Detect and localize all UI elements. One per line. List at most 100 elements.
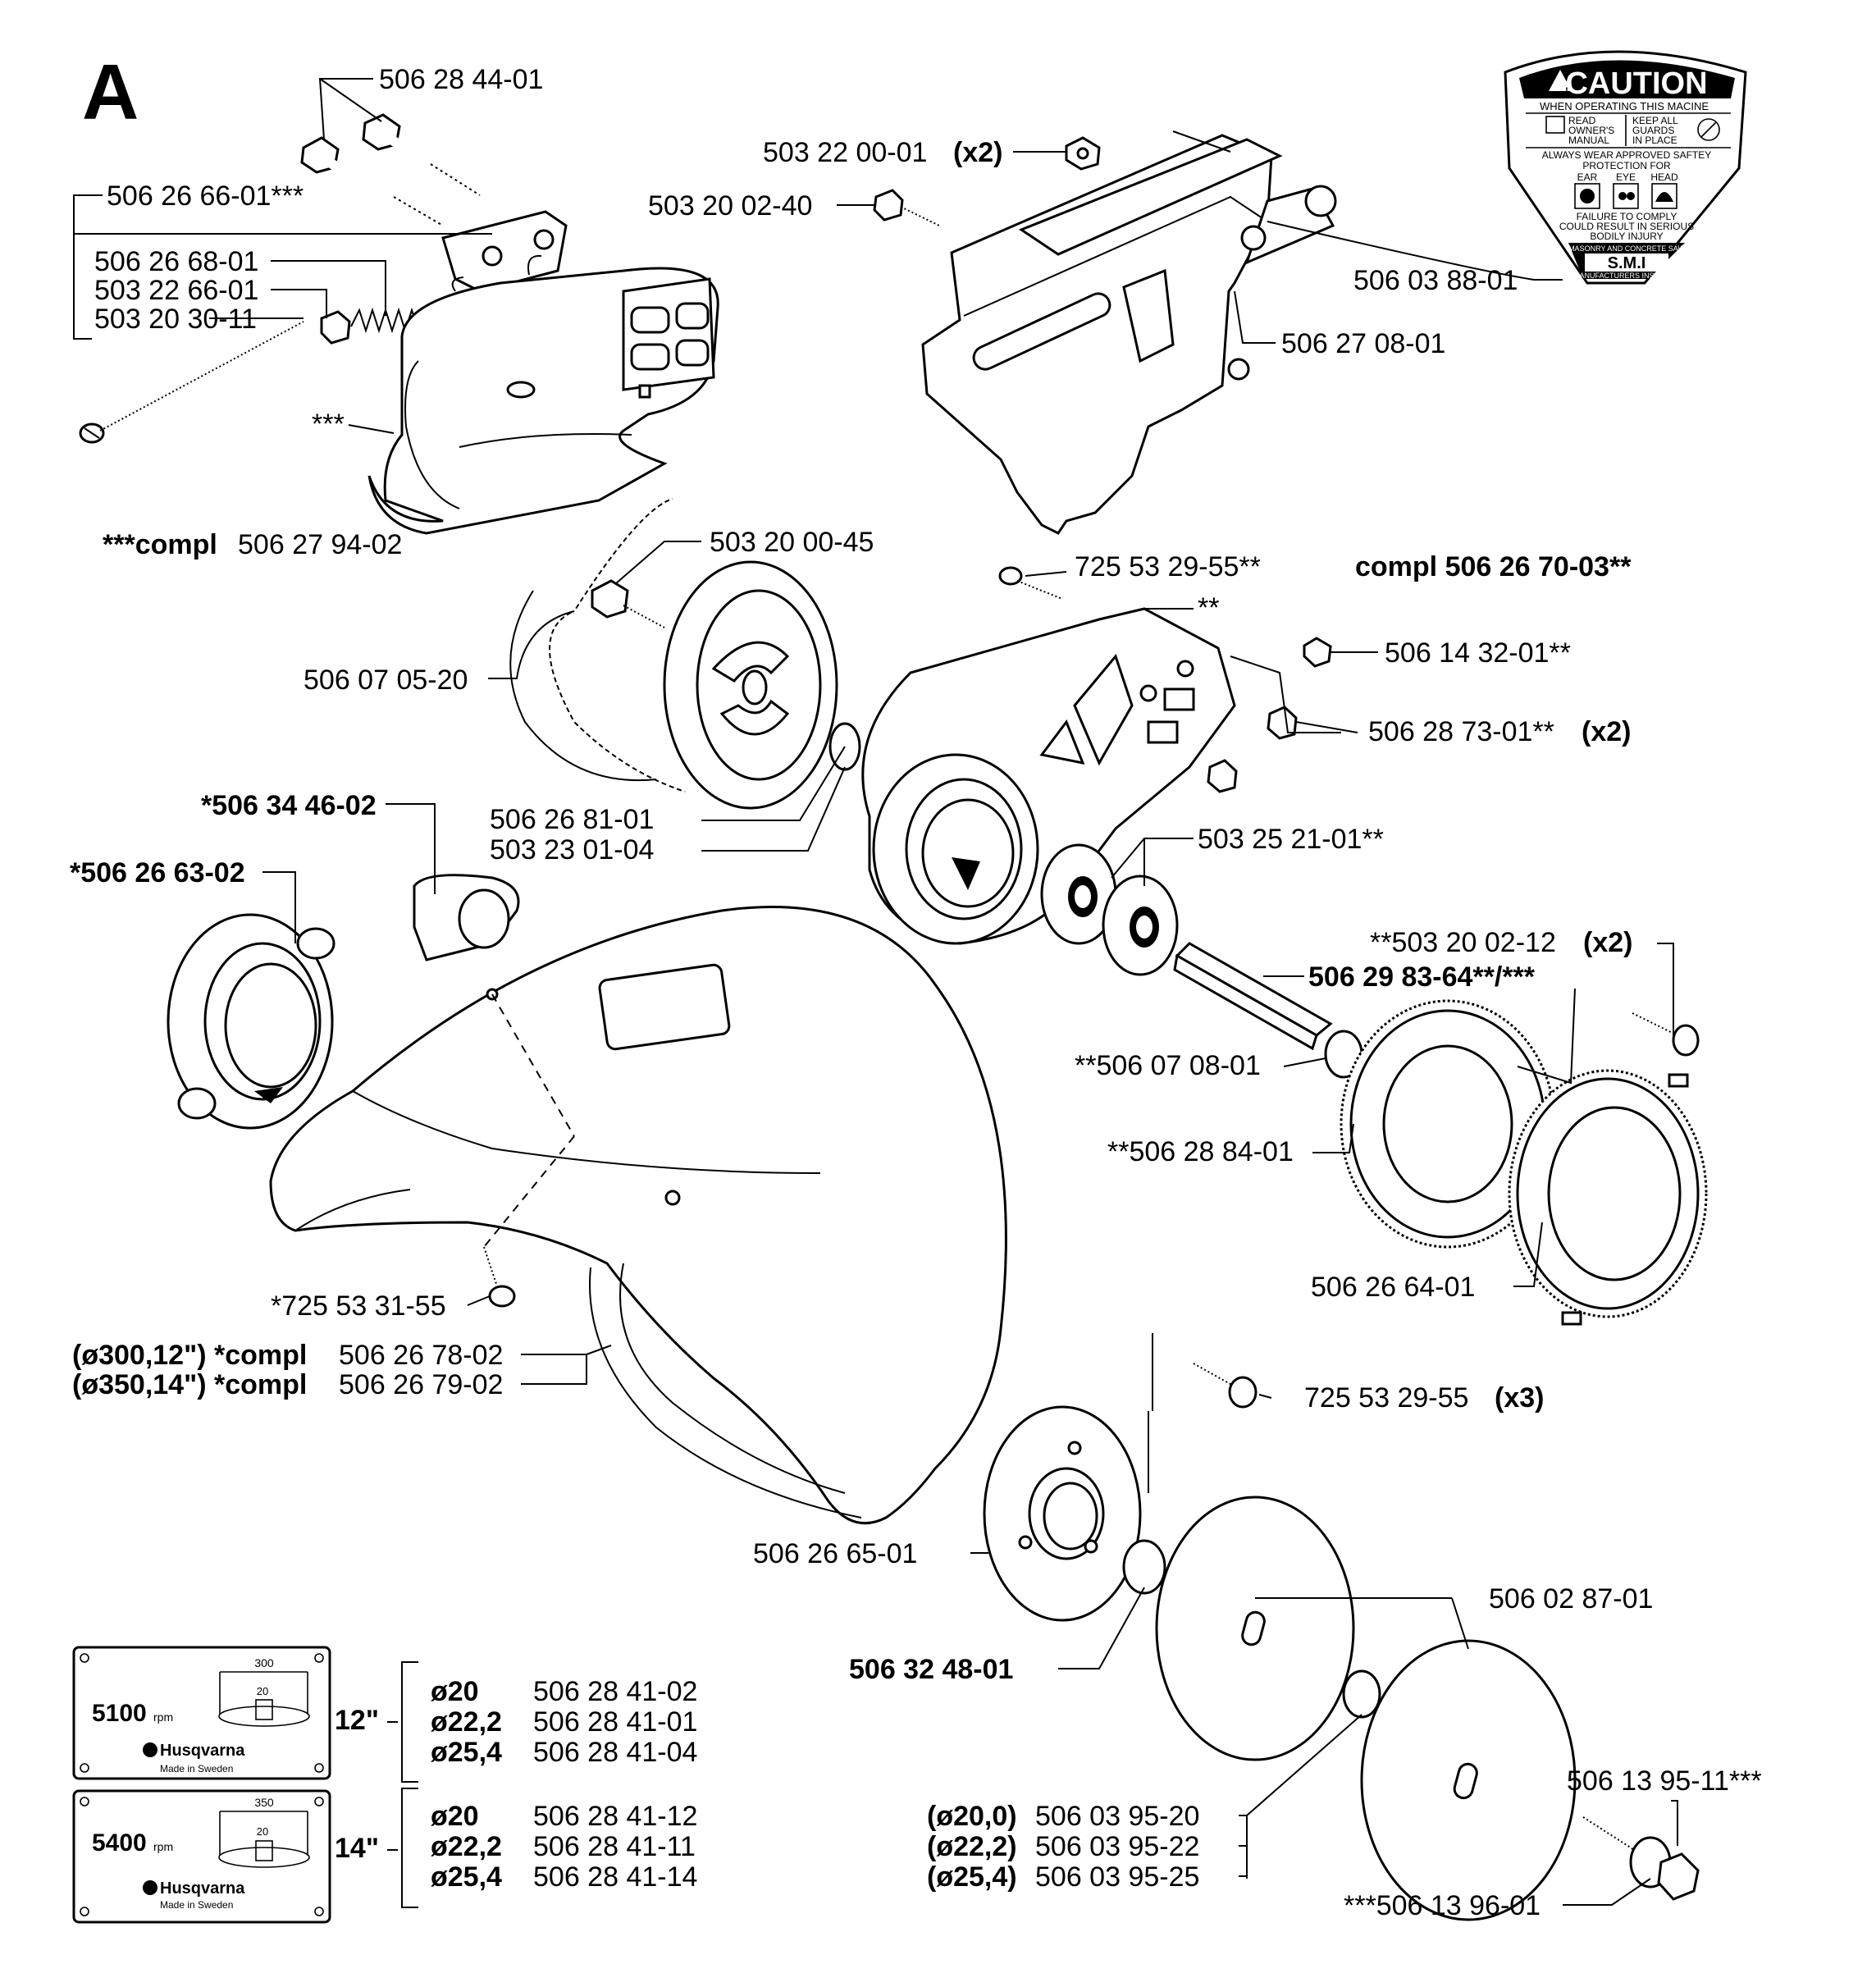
square-nut (320, 310, 351, 345)
label-506-34-46-02: *506 34 46-02 (201, 790, 377, 821)
head-protection-icon (1651, 183, 1677, 209)
size-options-14: 14" ø20 506 28 41-12 ø22,2 506 28 41-11 … (335, 1788, 697, 1908)
label-506-26-79-02: 506 26 79-02 (339, 1369, 503, 1400)
read-manual-icon (1545, 116, 1565, 134)
svg-text:ø25,4: ø25,4 (431, 1861, 502, 1893)
label-506-29-83-64: 506 29 83-64**/*** (1308, 961, 1536, 993)
label-compl-prefix: ***compl (103, 529, 217, 560)
svg-text:READ: READ (1568, 115, 1596, 126)
svg-text:Husqvarna: Husqvarna (160, 1879, 245, 1898)
label-725-53-29-55-x3: 725 53 29-55 (1304, 1382, 1468, 1414)
label-stars2: ** (1198, 592, 1219, 623)
eye-protection-icon (1613, 183, 1639, 209)
label-503-20-30-11: 503 20 30-11 (94, 304, 257, 335)
svg-text:5100: 5100 (92, 1700, 147, 1727)
label-x2-a: (x2) (953, 137, 1002, 168)
guard-icon (1697, 118, 1720, 141)
label-506-07-08-01: **506 07 08-01 (1075, 1050, 1261, 1081)
svg-text:HEAD: HEAD (1650, 171, 1678, 183)
svg-text:506 28 41-14: 506 28 41-14 (533, 1861, 697, 1893)
nut-506-28-73-01-b (1207, 759, 1238, 793)
screw-503-20-02-12 (1632, 1012, 1700, 1057)
svg-text:KEEP ALL: KEEP ALL (1632, 115, 1678, 126)
label-g350-prefix: (ø350,14") *compl (72, 1369, 307, 1400)
label-506-32-48-01: 506 32 48-01 (849, 1654, 1013, 1685)
svg-text:BODILY INJURY: BODILY INJURY (1590, 231, 1663, 242)
svg-text:ø22,2: ø22,2 (431, 1831, 502, 1862)
adjust-screw (79, 321, 304, 444)
svg-text:506 28 41-11: 506 28 41-11 (533, 1831, 696, 1862)
husqvarna-logo (143, 1742, 157, 1757)
svg-text:Made in Sweden: Made in Sweden (160, 1763, 233, 1774)
label-d200-prefix: (ø20,0) (927, 1801, 1017, 1832)
svg-text:506 28 41-01: 506 28 41-01 (533, 1706, 697, 1738)
label-503-25-21-01: 503 25 21-01** (1198, 824, 1384, 855)
svg-text:OWNER'S: OWNER'S (1568, 125, 1614, 136)
svg-text:ø22,2: ø22,2 (431, 1706, 502, 1738)
label-725-53-29-55-top: 725 53 29-55** (1075, 551, 1261, 582)
svg-text:WHEN OPERATING THIS MACINE: WHEN OPERATING THIS MACINE (1540, 100, 1709, 112)
svg-text:20: 20 (257, 1825, 268, 1838)
drive-belt (509, 496, 686, 794)
label-503-20-02-12: **503 20 02-12 (1370, 927, 1556, 958)
label-x3: (x3) (1495, 1382, 1544, 1414)
label-506-28-73-01: 506 28 73-01** (1368, 716, 1554, 747)
svg-text:MANUAL: MANUAL (1568, 135, 1609, 146)
spindle-shaft (1173, 942, 1333, 1051)
svg-text:350: 350 (254, 1796, 274, 1809)
label-506-26-63-02: *506 26 63-02 (70, 857, 245, 888)
svg-text:5400: 5400 (92, 1829, 147, 1857)
label-compl-506-26-70-03: compl 506 26 70-03** (1355, 551, 1632, 582)
svg-text:506 28 41-02: 506 28 41-02 (533, 1676, 697, 1707)
label-506-03-95-25: 506 03 95-25 (1035, 1861, 1199, 1893)
label-506-28-84-01: **506 28 84-01 (1107, 1136, 1294, 1167)
svg-text:IN PLACE: IN PLACE (1632, 135, 1677, 146)
bolt-506-28-44-01 (300, 113, 485, 231)
svg-text:S.M.I: S.M.I (1608, 254, 1646, 272)
guard-ring-506-26-63-02 (167, 913, 335, 1130)
svg-text:rpm: rpm (153, 1840, 173, 1853)
label-503-20-00-45: 503 20 00-45 (710, 527, 874, 558)
ball-bearings (1040, 843, 1179, 976)
svg-text:ALWAYS WEAR APPROVED SAFTEY: ALWAYS WEAR APPROVED SAFTEY (1542, 149, 1712, 161)
tensioner-bracket (441, 210, 568, 293)
label-506-02-87-01: 506 02 87-01 (1489, 1583, 1653, 1614)
arm-housing (921, 130, 1337, 535)
svg-text:PROTECTION FOR: PROTECTION FOR (1582, 160, 1671, 171)
svg-text:MASONRY AND CONCRETE SAW: MASONRY AND CONCRETE SAW (1568, 244, 1685, 253)
ear-protection-icon (1574, 183, 1600, 209)
flange-ring (1508, 1069, 1708, 1326)
bearing-housing-plate (861, 607, 1236, 945)
label-506-26-66-01: 506 26 66-01*** (107, 180, 304, 212)
belt-guard-cover (367, 267, 719, 535)
svg-text:COULD RESULT IN SERIOUS: COULD RESULT IN SERIOUS (1559, 221, 1694, 232)
screw-503-20-02-40 (873, 189, 940, 226)
svg-text:ø20: ø20 (431, 1801, 479, 1832)
screw-503-20-00-45 (591, 579, 665, 628)
label-503-22-00-01: 503 22 00-01 (763, 137, 927, 168)
label-506-27-08-01: 506 27 08-01 (1281, 328, 1445, 359)
nut-506-14-32-01 (1303, 637, 1332, 668)
label-506-03-95-20: 506 03 95-20 (1035, 1801, 1199, 1832)
screw-725-53-29-55-top (998, 566, 1063, 600)
svg-text:EAR: EAR (1577, 171, 1598, 183)
blade-disc-a (1155, 1496, 1355, 1761)
svg-text:Husqvarna: Husqvarna (160, 1742, 245, 1760)
label-506-26-81-01: 506 26 81-01 (490, 804, 654, 835)
label-725-53-31-55: *725 53 31-55 (271, 1290, 446, 1322)
husqvarna-logo (143, 1880, 157, 1895)
svg-text:MANUFACTURERS INSTITUTE: MANUFACTURERS INSTITUTE (1573, 272, 1680, 280)
blade-disc-b (1360, 1639, 1577, 1921)
svg-text:ø25,4: ø25,4 (431, 1737, 502, 1768)
svg-text:506 28 41-04: 506 28 41-04 (533, 1737, 697, 1768)
label-d254-prefix: (ø25,4) (927, 1861, 1017, 1893)
belt-pulley (663, 560, 838, 810)
screw-725-53-29-55-x3 (1193, 1363, 1258, 1409)
rpm-decal-14: 5400 rpm 350 20 Husqvarna Made in Sweden (72, 1789, 331, 1924)
caution-decal: ! CAUTION WHEN OPERATING THIS MACINE REA… (1504, 50, 1747, 285)
label-506-03-88-01: 506 03 88-01 (1353, 265, 1518, 296)
part-labels: 506 28 44-01 506 26 66-01*** 506 26 68-0… (70, 64, 1762, 1921)
label-506-14-32-01: 506 14 32-01** (1385, 637, 1571, 669)
leader-lines (73, 78, 1678, 1906)
